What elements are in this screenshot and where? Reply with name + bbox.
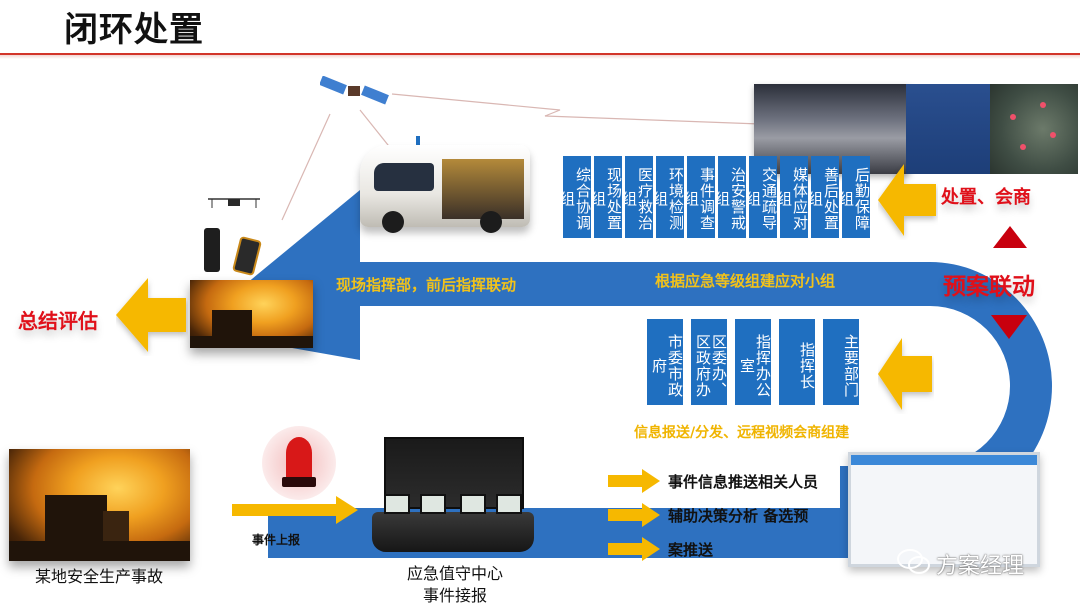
title-divider-shadow [0,55,1080,59]
team-box: 交通疏导组 [744,156,778,238]
satellite-icon [320,76,389,105]
event-report-label: 事件上报 [252,533,301,547]
team-box: 综合协调组 [558,156,592,238]
list-item: 案推送 [608,532,818,566]
drone-icon [208,198,260,208]
dispose-consult-label: 处置、会商 [941,187,1031,208]
duty-center-caption: 应急值守中心 事件接报 [406,564,503,605]
field-site-photo [190,280,313,348]
map-screenshot [990,84,1078,174]
team-box: 医疗救治组 [620,156,654,238]
list-item: 辅助决策分析 备选预 [608,498,818,532]
unit-box: 指挥办公室 [735,319,772,405]
info-distribution-label: 信息报送/分发、远程视频会商组建 [634,425,850,441]
unit-box: 主要部门 [823,319,860,405]
incident-photo [9,449,190,561]
response-team-list: 综合协调组 现场处置组 医疗救治组 环境检测组 事件调查组 治安警戒组 交通疏导… [558,156,871,238]
group-formation-label: 根据应急等级组建应对小组 [655,272,836,290]
action-list: 事件信息推送相关人员 辅助决策分析 备选预 案推送 [608,464,818,566]
wechat-icon [897,549,930,574]
arrow-left-icon [116,278,186,352]
list-item: 事件信息推送相关人员 [608,464,818,498]
unit-box: 市委市政府 [647,319,684,405]
decision-support-screenshot [848,452,1040,567]
walkie-talkie-icon [204,228,220,272]
team-box: 后勤保障组 [837,156,871,238]
arrow-right-icon [608,537,660,561]
unit-box: 指挥长 [779,319,816,405]
team-box: 治安警戒组 [713,156,747,238]
arrow-left-icon [878,164,936,236]
console-desk [372,494,534,552]
alarm-light-icon [282,437,316,487]
unit-box: 区委办、区政府办 [691,319,728,405]
team-box: 现场处置组 [589,156,623,238]
team-box: 媒体应对组 [775,156,809,238]
triangle-up-icon [993,226,1027,248]
field-command-label: 现场指挥部，前后指挥联动 [336,276,517,294]
arrow-right-icon [232,496,358,524]
plan-linkage-label: 预案联动 [943,274,1035,300]
watermark-text: 方案经理 [936,554,1025,579]
page-title: 闭环处置 [64,10,204,50]
summary-evaluation-label: 总结评估 [18,309,98,333]
dispatch-app-screenshot [906,84,990,174]
team-box: 善后处置组 [806,156,840,238]
command-vehicle-icon [360,145,530,233]
arrow-left-icon [878,338,932,410]
command-unit-list: 市委市政府 区委办、区政府办 指挥办公室 指挥长 主要部门 [647,319,860,405]
team-box: 环境检测组 [651,156,685,238]
arrow-right-icon [608,503,660,527]
triangle-down-icon [991,315,1027,339]
title-divider [0,53,1080,55]
arrow-right-icon [608,469,660,493]
team-box: 事件调查组 [682,156,716,238]
incident-caption: 某地安全生产事故 [34,567,163,586]
